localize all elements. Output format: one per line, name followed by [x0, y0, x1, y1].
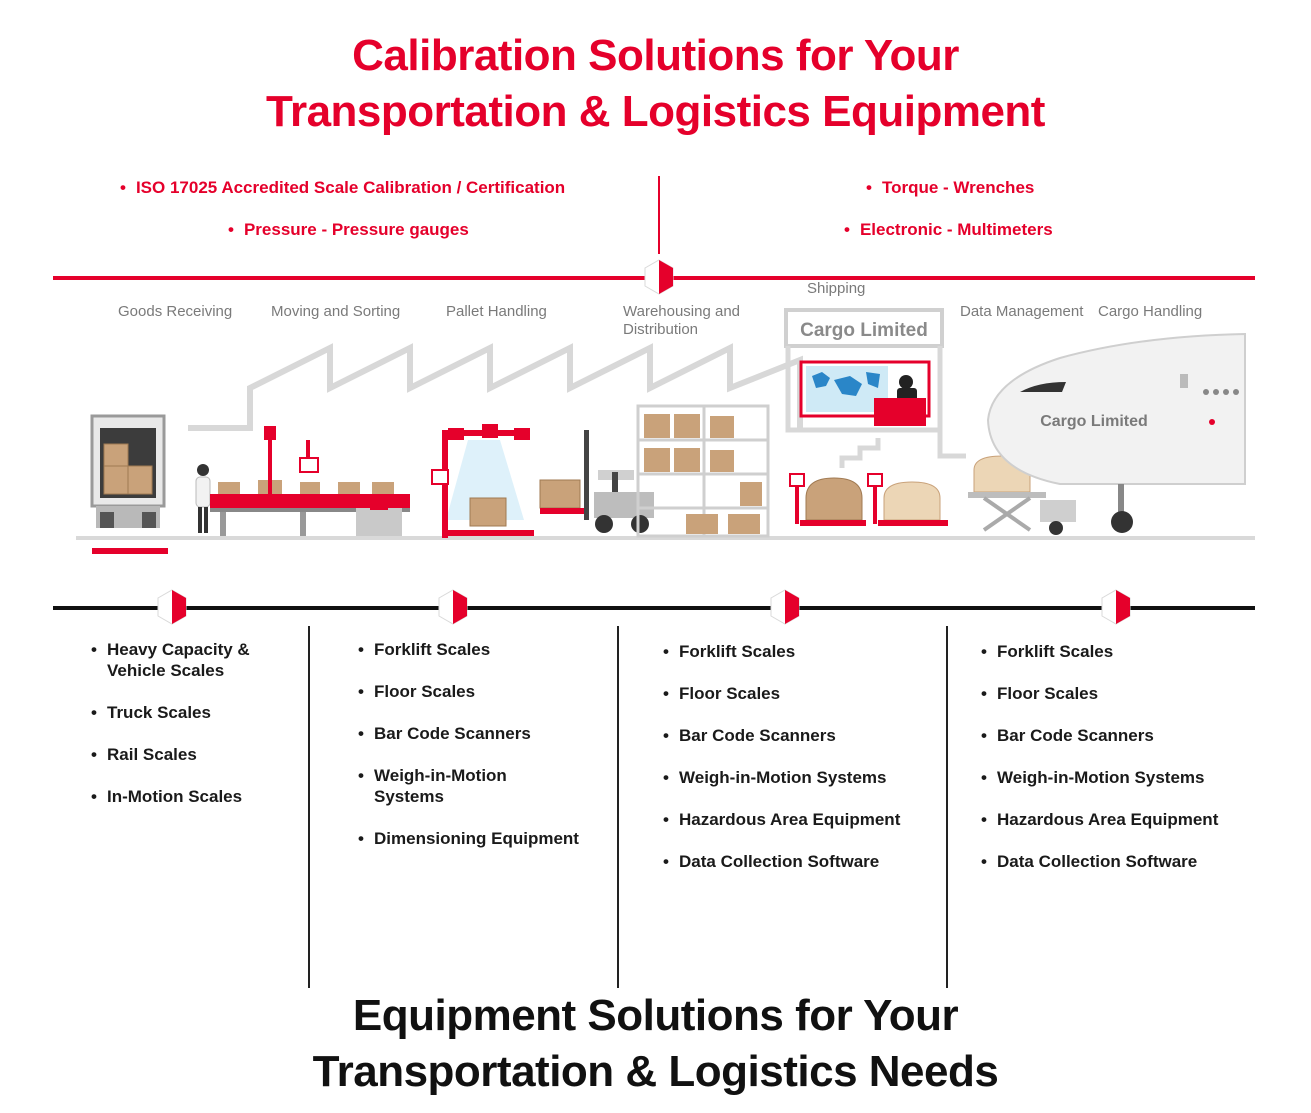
data-management-station	[799, 360, 931, 426]
hexagon-marker-icon	[1101, 589, 1131, 625]
stage-goods-receiving: Goods Receiving	[118, 303, 233, 320]
stage-data-management: Data Management	[960, 303, 1084, 320]
cargo-sign: Cargo Limited	[784, 308, 944, 348]
forklift-icon	[539, 430, 654, 533]
stage-pallet-handling: Pallet Handling	[446, 303, 547, 320]
equipment-column-3: Forklift Scales Floor Scales Bar Code Sc…	[663, 641, 938, 893]
calibration-item-pressure: Pressure - Pressure gauges	[228, 220, 469, 240]
plane-livery-text: Cargo Limited	[1040, 413, 1148, 430]
cargo-sign-text: Cargo Limited	[800, 320, 928, 341]
hexagon-marker-icon	[438, 589, 468, 625]
list-item: Bar Code Scanners	[981, 725, 1261, 746]
equipment-column-1: Heavy Capacity & Vehicle Scales Truck Sc…	[91, 639, 301, 828]
hexagon-marker-icon	[770, 589, 800, 625]
list-item: Weigh-in-Motion Systems	[981, 767, 1261, 788]
equipment-column-2: Forklift Scales Floor Scales Bar Code Sc…	[358, 639, 608, 870]
shipping-scales-icon	[789, 473, 948, 526]
title-line-1: Calibration Solutions for Your	[352, 31, 959, 80]
stage-shipping: Shipping	[807, 280, 866, 297]
worker-icon	[195, 464, 211, 533]
list-item: Data Collection Software	[663, 851, 938, 872]
sorting-conveyor-icon	[210, 426, 410, 536]
calibration-item-torque: Torque - Wrenches	[866, 178, 1034, 198]
stage-cargo-handling: Cargo Handling	[1098, 303, 1203, 320]
page-title: Calibration Solutions for Your Transport…	[0, 28, 1311, 140]
column-divider	[946, 626, 948, 988]
list-item: Dimensioning Equipment	[358, 828, 608, 849]
dimensioning-scanner-icon	[431, 424, 534, 538]
list-item: Floor Scales	[358, 681, 608, 702]
column-divider	[308, 626, 310, 988]
calibration-item-electronic: Electronic - Multimeters	[844, 220, 1053, 240]
stage-warehousing-line-2: Distribution	[623, 321, 699, 338]
list-item: Forklift Scales	[663, 641, 938, 662]
list-item: Weigh-in-Motion Systems	[358, 765, 608, 807]
list-item: Bar Code Scanners	[663, 725, 938, 746]
stage-warehousing-line-1: Warehousing and	[623, 303, 741, 320]
bottom-black-rule	[53, 606, 1255, 610]
warehouse-shelving-icon	[636, 404, 770, 538]
building-outline	[188, 343, 803, 431]
stage-warehousing: Warehousing and Distribution	[623, 303, 740, 339]
list-item: Truck Scales	[91, 702, 301, 723]
stage-moving-sorting: Moving and Sorting	[271, 303, 401, 320]
footer-title-line-2: Transportation & Logistics Needs	[312, 1047, 999, 1096]
list-item: Hazardous Area Equipment	[663, 809, 938, 830]
list-item: Weigh-in-Motion Systems	[663, 767, 938, 788]
list-item: Forklift Scales	[358, 639, 608, 660]
footer-title: Equipment Solutions for Your Transportat…	[0, 988, 1311, 1100]
list-item: Heavy Capacity & Vehicle Scales	[91, 639, 301, 681]
footer-title-line-1: Equipment Solutions for Your	[352, 991, 959, 1040]
hexagon-marker-icon	[157, 589, 187, 625]
list-item: Rail Scales	[91, 744, 301, 765]
list-item: Hazardous Area Equipment	[981, 809, 1261, 830]
list-item: Forklift Scales	[981, 641, 1261, 662]
airplane-icon: Cargo Limited	[986, 332, 1246, 533]
calibration-divider	[658, 176, 660, 254]
calibration-item-iso: ISO 17025 Accredited Scale Calibration /…	[120, 178, 565, 198]
equipment-column-4: Forklift Scales Floor Scales Bar Code Sc…	[981, 641, 1261, 893]
list-item: In-Motion Scales	[91, 786, 301, 807]
list-item: Floor Scales	[663, 683, 938, 704]
truck-icon	[90, 414, 168, 554]
list-item: Data Collection Software	[981, 851, 1261, 872]
list-item: Floor Scales	[981, 683, 1261, 704]
list-item: Bar Code Scanners	[358, 723, 608, 744]
title-line-2: Transportation & Logistics Equipment	[266, 87, 1045, 136]
hexagon-marker-icon	[644, 259, 674, 295]
column-divider	[617, 626, 619, 988]
